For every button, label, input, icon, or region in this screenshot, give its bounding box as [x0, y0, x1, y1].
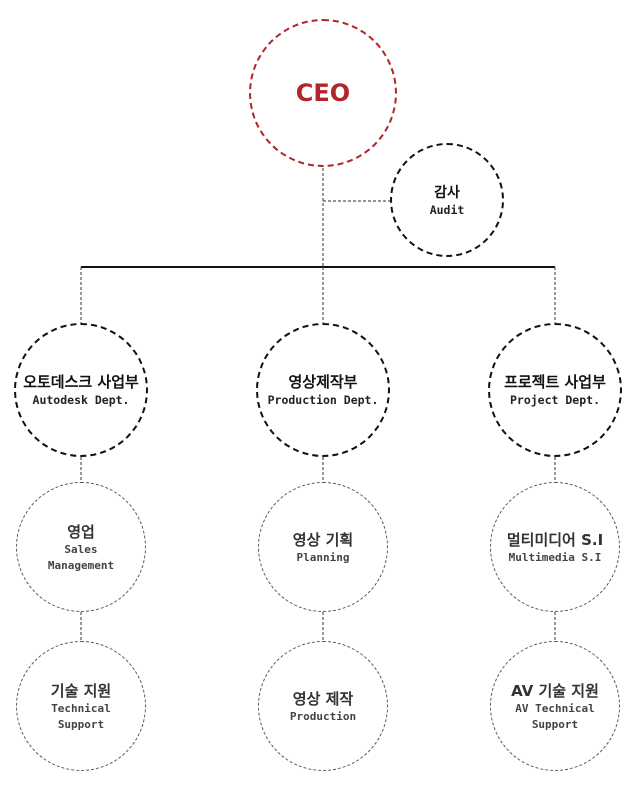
team-label-en: Production	[289, 709, 357, 723]
dept-label-en: Autodesk Dept.	[32, 393, 130, 408]
ceo-node: CEO	[249, 19, 397, 167]
team-planning-node: 영상 기획 Planning	[258, 482, 388, 612]
dept-label-en: Production Dept.	[267, 393, 379, 408]
dept-autodesk-node: 오토데스크 사업부 Autodesk Dept.	[14, 323, 148, 457]
team-multimedia-node: 멀티미디어 S.I Multimedia S.I	[490, 482, 620, 612]
team-label-en: Technical Support	[51, 702, 111, 731]
dept-label-ko: 프로젝트 사업부	[504, 373, 606, 392]
team-label-ko: 영업	[67, 523, 95, 542]
dept-label-en: Project Dept.	[509, 393, 600, 408]
dept-label-ko: 오토데스크 사업부	[23, 373, 139, 392]
team-label-en: AV Technical Support	[515, 702, 595, 731]
dept-project-node: 프로젝트 사업부 Project Dept.	[488, 323, 622, 457]
team-label-en: Planning	[296, 550, 350, 564]
team-tech-support-node: 기술 지원 Technical Support	[16, 641, 146, 771]
audit-label-en: Audit	[429, 202, 465, 217]
ceo-label: CEO	[295, 79, 351, 107]
audit-node: 감사 Audit	[390, 143, 504, 257]
audit-label-ko: 감사	[434, 184, 460, 201]
dept-label-ko: 영상제작부	[288, 373, 358, 392]
team-label-ko: 멀티미디어 S.I	[506, 530, 604, 549]
team-label-ko: 기술 지원	[50, 682, 112, 701]
dept-production-node: 영상제작부 Production Dept.	[256, 323, 390, 457]
team-label-ko: 영상 제작	[292, 689, 354, 708]
team-sales-node: 영업 Sales Management	[16, 482, 146, 612]
team-label-en: Sales Management	[47, 543, 115, 572]
team-av-support-node: AV 기술 지원 AV Technical Support	[490, 641, 620, 771]
team-label-en: Multimedia S.I	[508, 550, 602, 564]
team-label-ko: 영상 기획	[292, 530, 354, 549]
team-label-ko: AV 기술 지원	[511, 682, 599, 701]
team-production-node: 영상 제작 Production	[258, 641, 388, 771]
